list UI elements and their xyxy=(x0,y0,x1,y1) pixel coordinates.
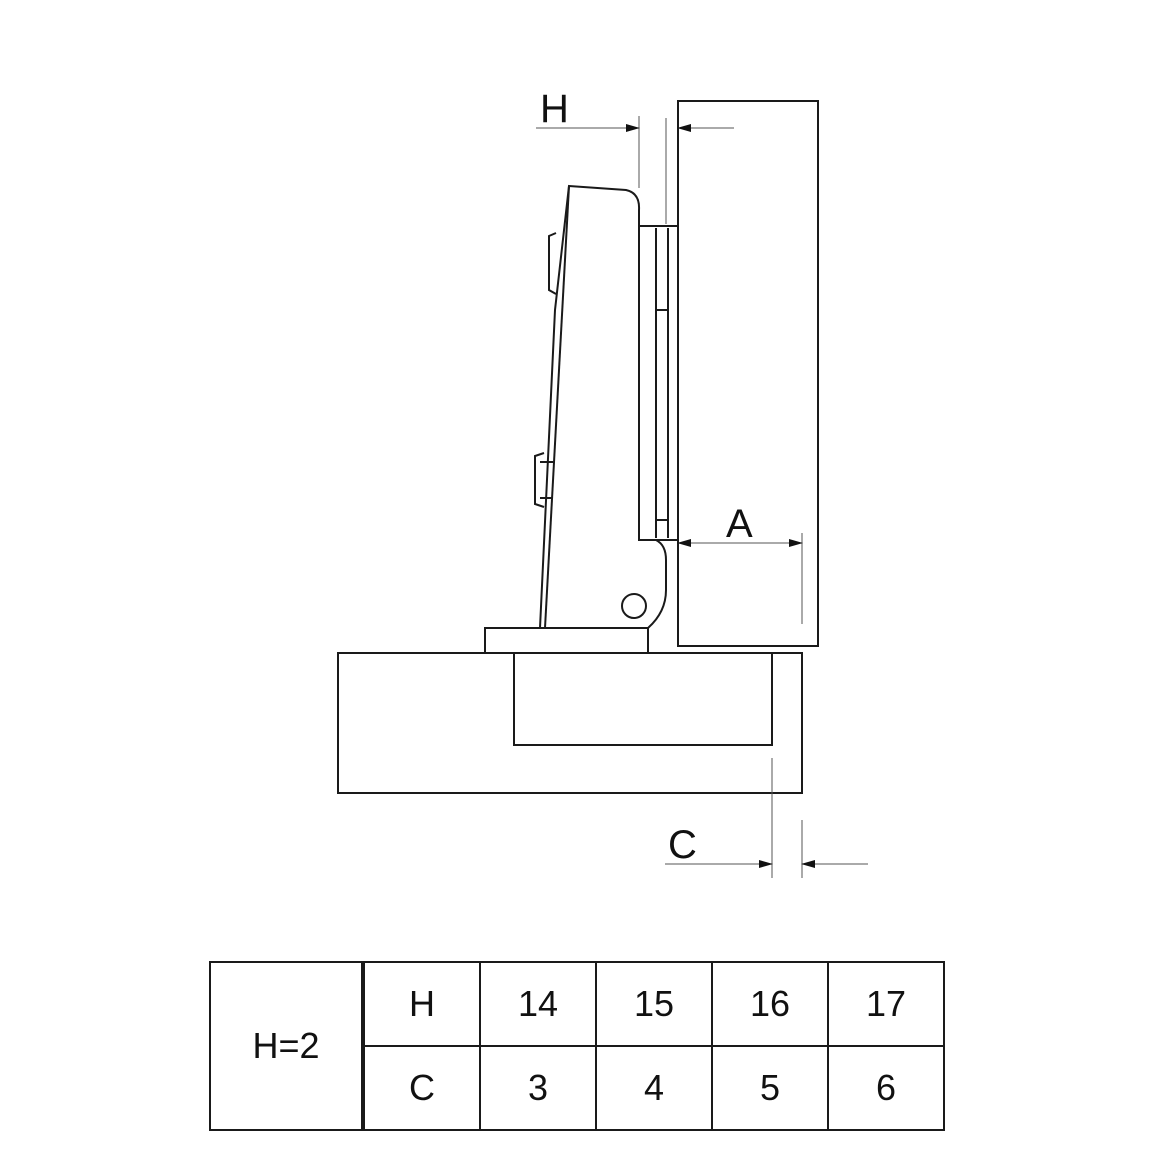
table-row: C 3 4 5 6 xyxy=(210,1045,945,1131)
hinge-cup xyxy=(639,225,678,541)
hinge-diagram: H A C xyxy=(337,87,868,878)
mounting-plate xyxy=(484,627,649,654)
lower-clip xyxy=(534,452,545,508)
cabinet-side xyxy=(337,652,803,794)
door-panel xyxy=(677,100,819,647)
table-cell: 3 xyxy=(479,1045,597,1131)
upper-clip xyxy=(548,232,557,295)
pivot-circle xyxy=(621,593,647,619)
table-cell: 5 xyxy=(711,1045,829,1131)
hinge-arm xyxy=(538,184,667,629)
row-header-h: H xyxy=(362,961,481,1047)
row-header-c: C xyxy=(362,1045,481,1131)
table-cell: 17 xyxy=(827,961,945,1047)
cup-recess xyxy=(513,653,773,746)
dimension-label-a: A xyxy=(726,502,753,546)
dimension-label-c: C xyxy=(668,823,697,867)
table-cell: 4 xyxy=(595,1045,713,1131)
spec-table: H=2 H 14 15 16 17 C 3 4 5 6 xyxy=(209,961,945,1131)
table-cell: 6 xyxy=(827,1045,945,1131)
condition-cell: H=2 xyxy=(209,961,365,1131)
table-cell: 15 xyxy=(595,961,713,1047)
table-row: H=2 H 14 15 16 17 xyxy=(209,961,945,1131)
table-cell: 14 xyxy=(479,961,597,1047)
dimension-label-h: H xyxy=(540,87,569,131)
table-cell: 16 xyxy=(711,961,829,1047)
